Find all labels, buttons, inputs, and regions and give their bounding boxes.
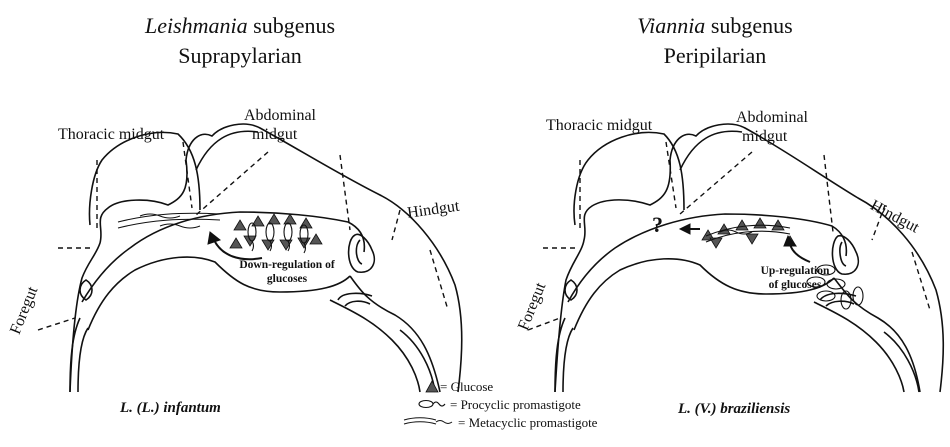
glucose-triangle-icon: [426, 381, 438, 392]
procyclic-icon: [419, 401, 445, 408]
left-midgut-label: midgut: [252, 125, 297, 144]
right-gut-outline: [555, 124, 943, 392]
right-species-label: L. (V.) braziliensis: [678, 401, 790, 418]
left-title-genus: Leishmania: [145, 13, 248, 38]
left-title: Leishmania subgenus: [90, 11, 390, 41]
right-subtitle: Peripilarian: [565, 41, 865, 71]
left-species-label: L. (L.) infantum: [120, 400, 221, 417]
left-annotation-line2: glucoses: [222, 272, 352, 286]
right-midgut-label: midgut: [742, 127, 787, 146]
right-curved-arrow: [784, 236, 810, 262]
right-title: Viannia subgenus: [565, 11, 865, 41]
right-annotation-line2: of glucoses: [740, 278, 850, 292]
legend-metacyclic: = Metacyclic promastigote: [458, 414, 597, 431]
right-title-genus: Viannia: [637, 13, 705, 38]
left-title-rest: subgenus: [248, 13, 335, 38]
left-subtitle: Suprapylarian: [90, 41, 390, 71]
legend-glucose: = Glucose: [440, 378, 493, 395]
left-annotation: Down-regulation of glucoses: [222, 258, 352, 286]
right-left-arrow: [680, 224, 700, 234]
right-thoracic-label: Thoracic midgut: [546, 116, 652, 135]
right-abdominal-label: Abdominal: [736, 108, 808, 127]
left-thoracic-label: Thoracic midgut: [58, 125, 164, 144]
right-question-mark: ?: [652, 212, 663, 238]
legend-procyclic: = Procyclic promastigote: [450, 396, 581, 413]
right-annotation: Up-regulation of glucoses: [740, 264, 850, 292]
right-annotation-line1: Up-regulation: [740, 264, 850, 278]
left-annotation-line1: Down-regulation of: [222, 258, 352, 272]
right-title-rest: subgenus: [705, 13, 792, 38]
metacyclic-icon: [404, 418, 452, 424]
left-leader-lines: [38, 142, 448, 330]
left-abdominal-label: Abdominal: [244, 106, 316, 125]
